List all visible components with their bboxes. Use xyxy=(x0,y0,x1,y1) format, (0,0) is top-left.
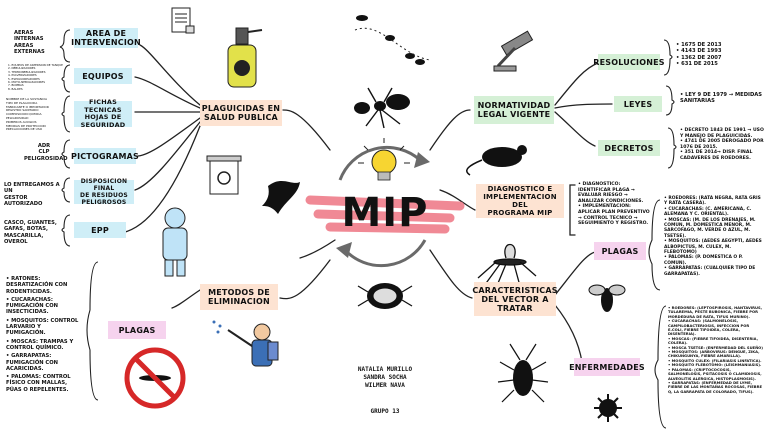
list-item: • CUCARACHAS: (C. AMERICANA, C. ALEMANA … xyxy=(664,206,752,218)
list-item: • MOSCAS: (FIEBRE TIFOIDEA, DISENTERIA, … xyxy=(668,336,758,346)
authors-group: GRUPO 13 xyxy=(370,408,400,415)
mouse-icon xyxy=(466,145,527,176)
list-item: • RATONES: DESRATIZACIÓN CON RODENTICIDA… xyxy=(6,276,68,295)
list-item: • GARRAPATAS: FUMIGACIÓN CON ACARICIDAS. xyxy=(6,353,58,372)
fumigator-icon xyxy=(212,320,279,367)
hazard-bin-icon xyxy=(206,155,242,195)
disposicion-notes: LO ENTREGAMOS A UN GESTOR AUTORIZADO xyxy=(4,182,60,207)
epp-box: EPP xyxy=(74,222,126,238)
list-item: • MOSQUITOS: (ARBOVIRUS: DENGUE, ZIKA, C… xyxy=(668,350,760,359)
metodos-box: METODOS DE ELIMINACION xyxy=(200,284,278,310)
resoluciones-list: • 1675 DE 2013 • 4143 DE 1993 • 1362 DE … xyxy=(676,42,752,67)
list-item: • MOSCAS: TRAMPAS Y CONTROL QUÍMICO. xyxy=(6,338,74,351)
list-item: • GARRAPATAS: (CUALQUIER TIPO DE GARRAPA… xyxy=(664,266,756,277)
list-item: • PALOMAS: (CRIPTOCOCOSIS, SALMONELOSIS,… xyxy=(668,367,762,381)
list-item: • 1675 DE 2013 xyxy=(676,42,722,48)
decretos-box: DECRETOS xyxy=(598,140,660,156)
list-item: • CUCARACHAS: FUMIGACIÓN CON INSECTICIDA… xyxy=(6,296,58,316)
list-item: • MOSCA TSETSE: (ENFERMEDAD DEL SUEÑO) xyxy=(668,345,763,350)
plaguicidas-box: PLAGUICIDAS EN SALUD PUBLICA xyxy=(200,100,282,126)
cockroach-icon xyxy=(497,343,549,403)
list-item: • CUCARACHAS: (SALMONELOSIS, CAMPILOBACT… xyxy=(668,319,750,337)
list-item: • MOSQUITO FLEBOTOMO: (LEISHMANIASIS). xyxy=(668,363,762,368)
fly-icon xyxy=(588,284,626,312)
pictogramas-box: PICTOGRAMAS xyxy=(71,148,139,164)
enfermedades-list: • ROEDORES: (LEPTOSPIROSIS, HANTAVIRUS, … xyxy=(668,306,764,394)
list-item: • MOSQUITO CULEX: (FILARIASIS LINFATICA)… xyxy=(668,358,762,363)
ppe-suit-icon xyxy=(162,207,188,277)
list-item: • 631 DE 2015 xyxy=(676,60,718,67)
spray-bottle-icon xyxy=(227,27,263,88)
list-item: • PALOMAS: (P. DOMESTICA O P. COMUN). xyxy=(664,255,743,266)
enfermedades-box: ENFERMEDADES xyxy=(569,358,645,376)
equipos-box: EQUIPOS xyxy=(74,68,132,84)
fichas-box: FICHAS TECNICAS HOJAS DE SEGURIDAD xyxy=(74,98,132,128)
list-item: • GARRAPATAS: (ENFERMEDAD DE LYME, FIEBR… xyxy=(668,380,762,394)
area-intervencion-box: AREA DE INTERVENCION xyxy=(71,28,141,48)
lightbulb-icon xyxy=(358,138,410,181)
pictogramas-notes: ADR CLP PELIGROSIDAD xyxy=(24,143,68,162)
plagas-right-box: PLAGAS xyxy=(594,242,646,260)
leyes-box: LEYES xyxy=(614,96,662,112)
decretos-notes: • DECRETO 1843 DE 1991 → USO Y MANEJO DE… xyxy=(680,128,764,161)
center-title: MIP xyxy=(341,190,429,236)
resoluciones-box: RESOLUCIONES xyxy=(593,54,665,70)
list-item: • 1362 DE 2007 xyxy=(676,54,722,61)
bird-icon xyxy=(262,180,300,214)
list-item: • MOSQUITOS: (AEDES AEGYPTI, AEDES ALBOP… xyxy=(664,239,762,256)
list-item: • MOSCAS: (M. DE LOS DRENAJES, M. COMUN,… xyxy=(664,217,756,239)
no-mosquito-icon xyxy=(124,347,186,409)
mosquito-icon xyxy=(477,243,537,289)
diagnostico-notes: • DIAGNOSTICO: IDENTIFICAR PLAGA → EVALU… xyxy=(578,182,650,227)
epp-notes: CASCO, GUANTES, GAFAS, BOTAS, MASCARILLA… xyxy=(4,220,57,245)
list-item: • ROEDORES: (LEPTOSPIROSIS, HANTAVIRUS, … xyxy=(668,306,763,319)
plagas-left-list: • RATONES: DESRATIZACIÓN CON RODENTICIDA… xyxy=(6,276,82,393)
ant-icon xyxy=(354,87,410,129)
disposicion-box: DISPOSICION FINAL DE RESIDUOS PELIGROSOS xyxy=(74,178,134,206)
caracteristicas-box: CARACTERISTICAS DEL VECTOR A TRATAR xyxy=(472,282,557,316)
list-item: • 4143 DE 1993 xyxy=(676,48,722,55)
authors-names: NATALIA MURILLO SANDRA SOCHA WILMER NAVA xyxy=(357,366,413,389)
document-lock-icon xyxy=(171,7,195,34)
normatividad-box: NORMATIVIDAD LEGAL VIGENTE xyxy=(474,96,554,124)
gavel-icon xyxy=(493,30,534,72)
beetle-icon xyxy=(357,283,413,309)
equipos-notes: 1. EQUIPOS DE ASPERSION DE TANQUE 2. NEB… xyxy=(8,63,63,91)
list-item: • ROEDORES: (RATA NEGRA, RATA GRIS Y RAT… xyxy=(664,196,761,207)
virus-icon xyxy=(594,394,622,422)
list-item: • MOSQUITOS: CONTROL LARVARIO Y FUMIGACI… xyxy=(6,317,79,337)
leyes-notes: • LEY 9 DE 1979 → MEDIDAS SANITARIAS xyxy=(680,92,762,105)
fichas-notes: NOMBRE DE LA SUSTANCIA TIPO DE PLAGUICID… xyxy=(6,97,49,132)
list-item: • PALOMAS: CONTROL FÍSICO CON MALLAS, PÚ… xyxy=(6,374,71,393)
area-items: AERAS INTERNAS AREAS EXTERNAS xyxy=(14,30,45,55)
plagas-right-list: • ROEDORES: (RATA NEGRA, RATA GRIS Y RAT… xyxy=(664,196,764,277)
diagnostico-box: DIAGNOSTICO E IMPLEMENTACION DEL PROGRAM… xyxy=(476,184,564,218)
plagas-left-box: PLAGAS xyxy=(108,321,166,339)
